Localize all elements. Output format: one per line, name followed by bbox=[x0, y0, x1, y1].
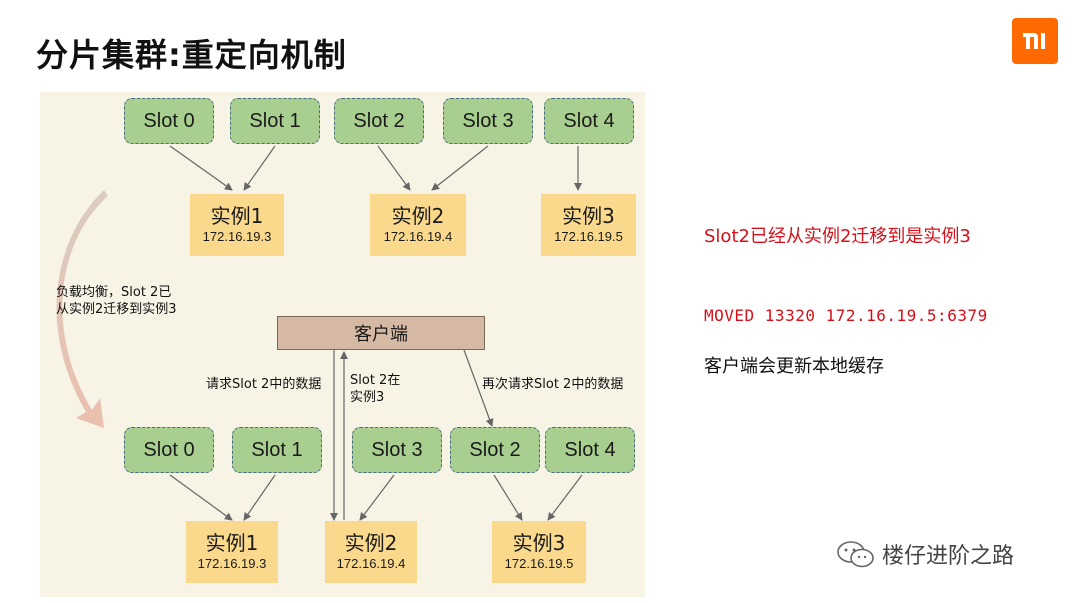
migration-note-line2: 从实例2迁移到实例3 bbox=[56, 302, 177, 317]
top-instance-1: 实例1 172.16.19.3 bbox=[190, 194, 284, 256]
bottom-instance-3: 实例3 172.16.19.5 bbox=[492, 521, 586, 583]
client-box: 客户端 bbox=[277, 316, 485, 350]
migration-note: 负载均衡，Slot 2已 从实例2迁移到实例3 bbox=[56, 284, 177, 318]
arrow-slot2-inst2-top bbox=[377, 145, 411, 191]
request-label: 请求Slot 2中的数据 bbox=[206, 377, 322, 392]
bottom-instance-1: 实例1 172.16.19.3 bbox=[186, 521, 278, 583]
instance-ip: 172.16.19.3 bbox=[197, 556, 267, 571]
bottom-slot-4: Slot 4 bbox=[545, 427, 635, 473]
instance-name: 实例1 bbox=[205, 531, 259, 555]
instance-ip: 172.16.19.3 bbox=[202, 229, 272, 244]
bottom-slot-0: Slot 0 bbox=[124, 427, 214, 473]
instance-name: 实例2 bbox=[344, 531, 398, 555]
instance-name: 实例2 bbox=[391, 204, 445, 228]
moved-response: MOVED 13320 172.16.19.5:6379 bbox=[704, 306, 988, 325]
top-slot-2: Slot 2 bbox=[334, 98, 424, 144]
instance-ip: 172.16.19.5 bbox=[504, 556, 574, 571]
instance-name: 实例3 bbox=[562, 204, 615, 228]
instance-name: 实例3 bbox=[512, 531, 566, 555]
instance-ip: 172.16.19.4 bbox=[336, 556, 406, 571]
top-slot-3: Slot 3 bbox=[443, 98, 533, 144]
arrow-slot3-inst2-bottom bbox=[359, 474, 395, 521]
instance-ip: 172.16.19.4 bbox=[383, 229, 453, 244]
moved-label-line2: 实例3 bbox=[350, 390, 385, 405]
arrow-slot3-inst2-top bbox=[431, 145, 489, 191]
watermark: 楼仔进阶之路 bbox=[836, 538, 1014, 570]
page-title: 分片集群:重定向机制 bbox=[36, 36, 347, 74]
bottom-slot-3: Slot 3 bbox=[352, 427, 442, 473]
top-slot-0: Slot 0 bbox=[124, 98, 214, 144]
migration-explanation: Slot2已经从实例2迁移到是实例3 bbox=[704, 226, 971, 247]
migration-note-line1: 负载均衡，Slot 2已 bbox=[56, 285, 172, 300]
bottom-slot-1: Slot 1 bbox=[232, 427, 322, 473]
mi-logo bbox=[1012, 18, 1058, 64]
instance-name: 实例1 bbox=[210, 204, 264, 228]
cache-update-note: 客户端会更新本地缓存 bbox=[704, 356, 884, 377]
top-instance-2: 实例2 172.16.19.4 bbox=[370, 194, 466, 256]
arrow-slot0-inst1-top bbox=[169, 145, 233, 191]
moved-label-line1: Slot 2在 bbox=[350, 373, 401, 388]
arrow-slot2-inst3-bottom bbox=[493, 474, 523, 521]
top-instance-3: 实例3 172.16.19.5 bbox=[541, 194, 636, 256]
top-slot-1: Slot 1 bbox=[230, 98, 320, 144]
wechat-icon bbox=[837, 541, 874, 568]
watermark-text: 楼仔进阶之路 bbox=[882, 544, 1015, 569]
migration-arrow bbox=[56, 190, 108, 428]
arrow-slot0-inst1-bottom bbox=[169, 474, 233, 521]
arrow-slot4-inst3-bottom bbox=[547, 474, 583, 521]
top-slot-4: Slot 4 bbox=[544, 98, 634, 144]
bottom-slot-2: Slot 2 bbox=[450, 427, 540, 473]
instance-ip: 172.16.19.5 bbox=[554, 229, 623, 244]
arrow-slot1-inst1-bottom bbox=[243, 474, 276, 521]
bottom-instance-2: 实例2 172.16.19.4 bbox=[325, 521, 417, 583]
arrow-slot1-inst1-top bbox=[243, 145, 276, 191]
retry-label: 再次请求Slot 2中的数据 bbox=[482, 377, 624, 392]
arrow-retry bbox=[463, 349, 494, 427]
moved-label: Slot 2在 实例3 bbox=[350, 372, 400, 406]
